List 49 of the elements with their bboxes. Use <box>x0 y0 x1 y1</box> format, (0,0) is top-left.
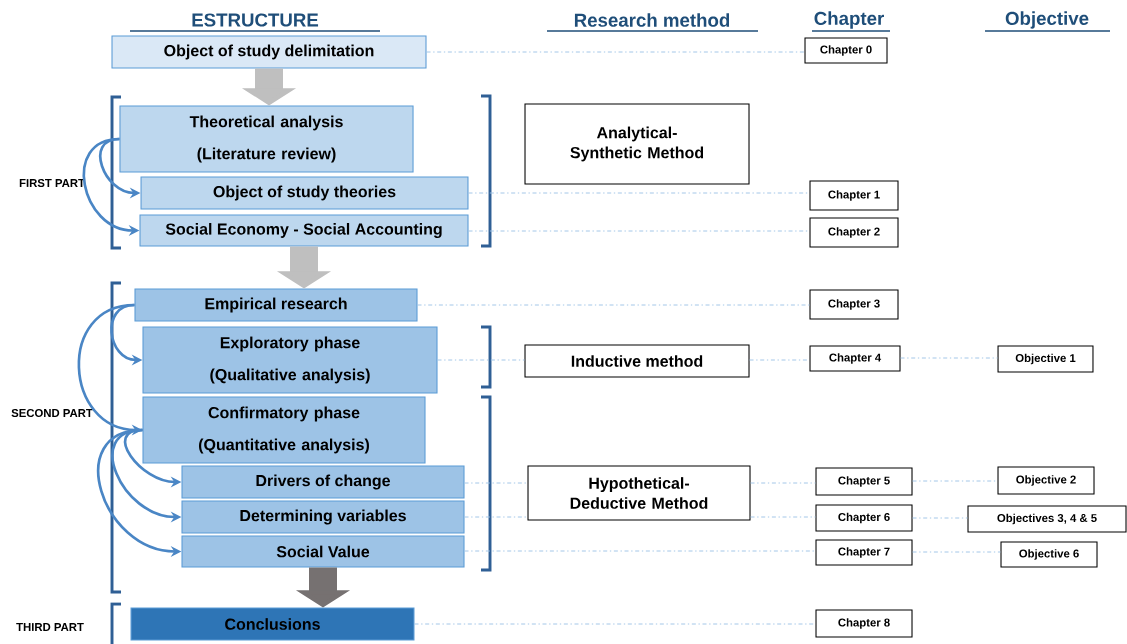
dash-dot-line <box>750 482 816 484</box>
chapter-box: Chapter 5 <box>815 467 913 496</box>
dash-dot-line <box>414 623 816 625</box>
method-box: Inductive method <box>524 344 750 378</box>
dash-dot-line <box>912 517 968 519</box>
part-label: SECOND PART <box>11 409 93 417</box>
chapter-box: Chapter 6 <box>815 504 913 532</box>
objective-box: Objectives 3, 4 & 5 <box>967 505 1127 533</box>
objective-box: Objective 2 <box>997 466 1095 495</box>
process-box: Social Economy - Social Accounting <box>139 214 469 247</box>
process-box: Determining variables <box>181 500 465 534</box>
chapter-box: Chapter 1 <box>809 180 899 211</box>
process-box: Theoretical analysis (Literature review) <box>119 105 414 173</box>
column-heading: ESTRUCTURE <box>129 13 381 32</box>
process-box: Object of study delimitation <box>111 35 427 69</box>
column-heading: Objective <box>984 11 1111 32</box>
part-label: THIRD PART <box>16 623 84 631</box>
dash-dot-line <box>464 482 528 484</box>
process-box: Drivers of change <box>181 465 465 499</box>
method-box: Hypothetical-Deductive Method <box>527 465 751 521</box>
chapter-box: Chapter 3 <box>809 289 899 320</box>
dash-dot-line <box>468 230 810 232</box>
dash-dot-line <box>426 51 805 53</box>
objective-box: Objective 6 <box>1000 541 1098 568</box>
dash-dot-line <box>437 359 525 361</box>
dash-dot-line <box>464 516 528 518</box>
column-heading: Research method <box>546 13 759 32</box>
dash-dot-line <box>468 192 810 194</box>
dash-dot-line <box>464 550 816 552</box>
chapter-box: Chapter 0 <box>804 37 888 64</box>
dash-dot-line <box>750 516 816 518</box>
chapter-box: Chapter 4 <box>809 345 901 372</box>
chapter-box: Chapter 7 <box>815 539 913 566</box>
dash-dot-line <box>900 357 998 359</box>
dash-dot-line <box>749 359 810 361</box>
objective-box: Objective 1 <box>997 345 1094 373</box>
process-box: Conclusions <box>130 607 415 641</box>
chapter-box: Chapter 8 <box>815 609 913 638</box>
dash-dot-line <box>912 551 1001 553</box>
process-box: Exploratory phase (Qualitative analysis) <box>142 326 438 394</box>
part-label: FIRST PART <box>19 179 85 187</box>
column-heading: Chapter <box>811 11 891 32</box>
method-box: Analytical-Synthetic Method <box>524 103 750 185</box>
dash-dot-line <box>417 304 810 306</box>
process-box: Object of study theories <box>140 176 469 210</box>
process-box: Empirical research <box>134 288 418 322</box>
process-box: Social Value <box>181 535 465 568</box>
chapter-box: Chapter 2 <box>809 217 899 248</box>
dash-dot-line <box>912 480 998 482</box>
